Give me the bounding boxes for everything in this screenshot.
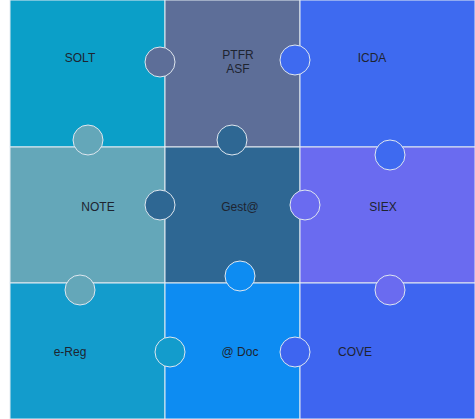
puzzle-knob: [375, 140, 405, 170]
puzzle-knob: [65, 275, 95, 305]
piece-name: SOLT: [63, 49, 97, 67]
piece-name: @ Doc: [220, 343, 261, 361]
puzzle-knob: [290, 190, 320, 220]
puzzle-knob: [155, 337, 185, 367]
puzzle-knob: [145, 47, 175, 77]
piece-name: SIEX: [367, 198, 398, 216]
puzzle-piece-label: PTFR ASF: [216, 46, 260, 78]
puzzle-piece-label: @ Doc: [220, 343, 261, 361]
puzzle-piece-label: e-Reg: [52, 343, 89, 361]
piece-name: e-Reg: [52, 343, 89, 361]
piece-name: COVE: [336, 343, 374, 361]
puzzle-piece-label: COVE: [336, 343, 374, 361]
puzzle-piece-label: ICDA: [356, 49, 389, 67]
puzzle-piece-label: SIEX: [367, 198, 398, 216]
puzzle-knob: [217, 125, 247, 155]
puzzle-knob: [73, 125, 103, 155]
puzzle-knob: [280, 45, 310, 75]
puzzle-knob: [375, 275, 405, 305]
piece-name: ICDA: [356, 49, 389, 67]
puzzle-piece: [300, 0, 475, 147]
puzzle-piece: [10, 147, 165, 283]
puzzle-piece-label: NOTE: [79, 198, 116, 216]
puzzle-knob: [225, 261, 255, 291]
puzzle-piece-label: Gest@: [219, 198, 261, 216]
piece-name: Gest@: [219, 198, 261, 216]
piece-name: PTFR ASF: [216, 46, 260, 78]
piece-name: NOTE: [79, 198, 116, 216]
puzzle-knob: [280, 337, 310, 367]
puzzle-knob: [145, 190, 175, 220]
puzzle-piece-label: SOLT: [63, 49, 97, 67]
